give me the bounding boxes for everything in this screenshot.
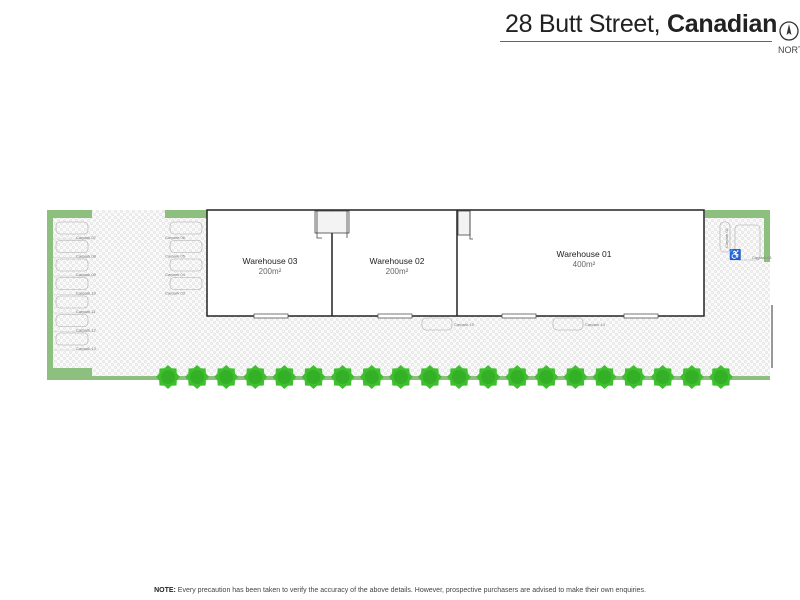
- landscape-top-right: [705, 210, 770, 218]
- landscape-strip-left: [47, 210, 53, 380]
- carpark-bay: Carpark 05: [165, 240, 203, 259]
- carpark-label: Carpark 09: [76, 272, 97, 277]
- carpark-label: Carpark 11: [76, 309, 96, 314]
- warehouse-03-area: 200m²: [259, 267, 282, 276]
- carpark-label: Carpark 15: [454, 322, 475, 327]
- tree-icon: [534, 365, 559, 389]
- tree-icon: [388, 365, 413, 389]
- address: 28 Butt Street,: [505, 10, 661, 38]
- tree-icon: [330, 365, 355, 389]
- carpark-bay: Carpark 03: [165, 277, 203, 296]
- carpark-label: Carpark 03: [165, 291, 186, 296]
- carpark-bay: Carpark 13: [55, 332, 97, 351]
- landscape-top-left: [47, 210, 92, 218]
- wheelchair-icon: ♿: [729, 248, 741, 261]
- tree-icon: [505, 365, 530, 389]
- carpark-bay: Carpark 01: [734, 224, 773, 261]
- warehouse-02-area: 200m²: [386, 267, 409, 276]
- carpark-bay: Carpark 08: [55, 240, 97, 259]
- trees: [156, 365, 733, 389]
- tree-icon: [243, 365, 268, 389]
- carpark-bay: Carpark 09: [55, 258, 97, 277]
- page-title: 28 Butt Street, Canadian: [505, 10, 777, 39]
- warehouse-01-area: 400m²: [573, 260, 596, 269]
- landscape-right: [764, 210, 770, 262]
- roller-doors: [253, 313, 659, 319]
- carpark-bay: Carpark 15: [421, 317, 475, 331]
- tree-icon: [272, 365, 297, 389]
- tree-icon: [447, 365, 471, 389]
- carpark-bay: Carpark 02: [719, 221, 731, 253]
- tree-icon: [563, 365, 588, 389]
- tree-icon: [156, 365, 180, 389]
- carpark-bay: Carpark 12: [55, 314, 97, 333]
- carpark-bay: Carpark 07: [55, 221, 97, 240]
- carpark-label: Carpark 10: [76, 291, 97, 296]
- tree-icon: [650, 365, 675, 389]
- amenities: [314, 210, 473, 240]
- warehouse-01-name: Warehouse 01: [557, 249, 612, 259]
- north-arrow-icon: [779, 21, 799, 41]
- tree-icon: [359, 365, 384, 389]
- carpark-label: Carpark 13: [76, 346, 97, 351]
- tree-icon: [679, 365, 704, 389]
- carpark-label: Carpark 14: [585, 322, 606, 327]
- building-outline: [206, 209, 705, 317]
- carpark-label: Carpark 07: [76, 235, 97, 240]
- carpark-bay: Carpark 11: [55, 295, 96, 314]
- carpark-bay: Carpark 06: [165, 221, 203, 240]
- tree-icon: [621, 365, 646, 389]
- carpark-bay: Carpark 14: [552, 317, 606, 331]
- carparks: Carpark 07 Carpark 08 Carpark 09 Carpark 10…: [53, 221, 773, 351]
- warehouse-02-name: Warehouse 02: [370, 256, 425, 266]
- note-label: NOTE:: [154, 587, 176, 594]
- tree-icon: [417, 365, 442, 389]
- north-label: NORTH: [778, 45, 800, 55]
- note-text: Every precaution has been taken to verif…: [175, 587, 646, 594]
- carpark-label: Carpark 12: [76, 328, 97, 333]
- tree-icon: [476, 365, 501, 389]
- tree-icon: [214, 365, 239, 389]
- carpark-label: Carpark 05: [165, 254, 186, 259]
- warehouses: Warehouse 03 200m² Warehouse 02 200m² Wa…: [206, 209, 705, 319]
- carpark-label: Carpark 06: [165, 235, 186, 240]
- landscape-top-mid: [165, 210, 207, 218]
- disclaimer-note: NOTE: Every precaution has been taken to…: [0, 587, 800, 594]
- suburb: Canadian: [666, 10, 778, 38]
- tree-icon: [185, 365, 210, 389]
- carpark-label: Carpark 04: [165, 272, 186, 277]
- carpark-label: Carpark 08: [76, 254, 97, 259]
- tree-icon: [708, 365, 733, 389]
- carpark-bay: Carpark 04: [165, 258, 203, 277]
- landscape-bottom-left: [47, 368, 92, 380]
- carpark-label: Carpark 02: [724, 227, 729, 248]
- tree-icon: [301, 365, 326, 389]
- warehouse-03-name: Warehouse 03: [243, 256, 298, 266]
- title-underline: [500, 41, 772, 42]
- tree-icon: [592, 365, 617, 389]
- carpark-label: Carpark 01: [752, 255, 773, 260]
- carpark-bay: Carpark 10: [55, 277, 97, 296]
